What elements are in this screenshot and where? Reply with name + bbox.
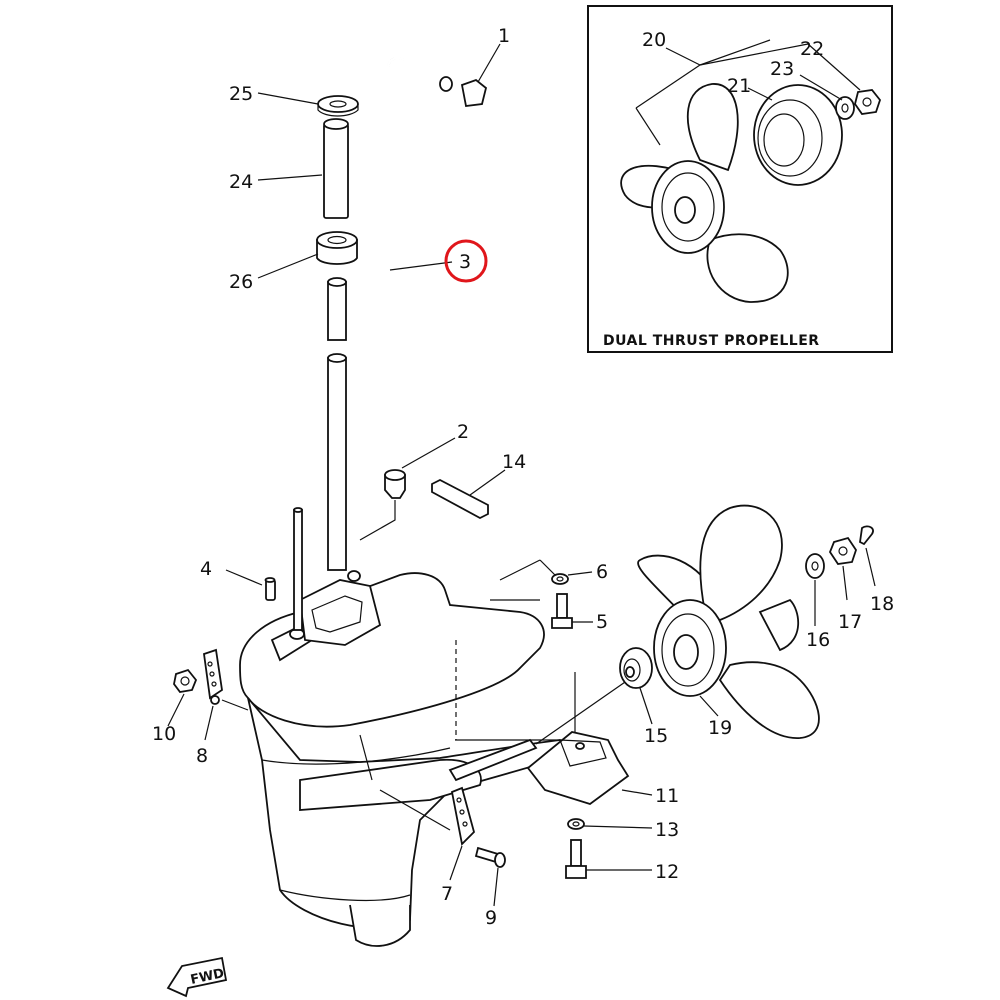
trim-tab-part-11 (526, 731, 653, 805)
label-part-3: 3 (459, 251, 471, 273)
grommet-part-1 (460, 43, 501, 107)
label-part-22: 22 (800, 38, 824, 60)
label-part-8: 8 (196, 745, 208, 767)
label-part-26: 26 (229, 271, 253, 293)
label-part-11: 11 (655, 785, 679, 807)
label-part-16: 16 (806, 629, 830, 651)
washer-part-25 (317, 95, 359, 117)
propeller-part-19 (637, 504, 820, 739)
label-part-5: 5 (596, 611, 608, 633)
label-part-20: 20 (642, 29, 666, 51)
fwd-badge: FWD (166, 956, 228, 998)
label-part-9: 9 (485, 907, 497, 929)
label-part-25: 25 (229, 83, 253, 105)
lower-casing (239, 507, 629, 947)
plate-part-14 (431, 469, 506, 520)
anode-part-7 (449, 786, 476, 881)
screw-part-9 (474, 846, 506, 907)
nut-part-17 (828, 536, 857, 601)
pin-part-4 (225, 569, 276, 601)
label-part-13: 13 (655, 819, 679, 841)
label-part-24: 24 (229, 171, 253, 193)
anode-part-8 (203, 648, 249, 741)
collar-part-24 (323, 118, 349, 219)
cotter-pin-part-18 (859, 525, 876, 587)
label-part-18: 18 (870, 593, 894, 615)
bolt-part-5 (551, 593, 593, 629)
label-part-21: 21 (727, 75, 751, 97)
drive-shaft (327, 277, 347, 571)
bolt-part-12 (565, 839, 652, 879)
boot-part-2 (359, 437, 456, 541)
label-part-12: 12 (655, 861, 679, 883)
nut-part-10 (167, 668, 198, 727)
fwd-label: FWD (189, 966, 226, 988)
label-part-2: 2 (457, 421, 469, 443)
inset-title: DUAL THRUST PROPELLER (603, 333, 820, 349)
inset-box: DUAL THRUST PROPELLER (587, 5, 893, 353)
label-part-17: 17 (838, 611, 862, 633)
thrust-washer-part-15 (619, 647, 653, 725)
label-part-10: 10 (152, 723, 176, 745)
label-part-4: 4 (200, 558, 212, 580)
label-part-1: 1 (498, 25, 510, 47)
washer-part-6 (551, 571, 593, 585)
washer-part-13 (567, 818, 653, 830)
label-part-7: 7 (441, 883, 453, 905)
label-part-19: 19 (708, 717, 732, 739)
shift-rod-part-3 (386, 56, 453, 455)
washer-part-16 (805, 553, 825, 626)
label-part-23: 23 (770, 58, 794, 80)
label-part-6: 6 (596, 561, 608, 583)
label-part-14: 14 (502, 451, 526, 473)
highlight-circle (444, 239, 488, 283)
label-part-15: 15 (644, 725, 668, 747)
bushing-part-26 (316, 231, 358, 265)
